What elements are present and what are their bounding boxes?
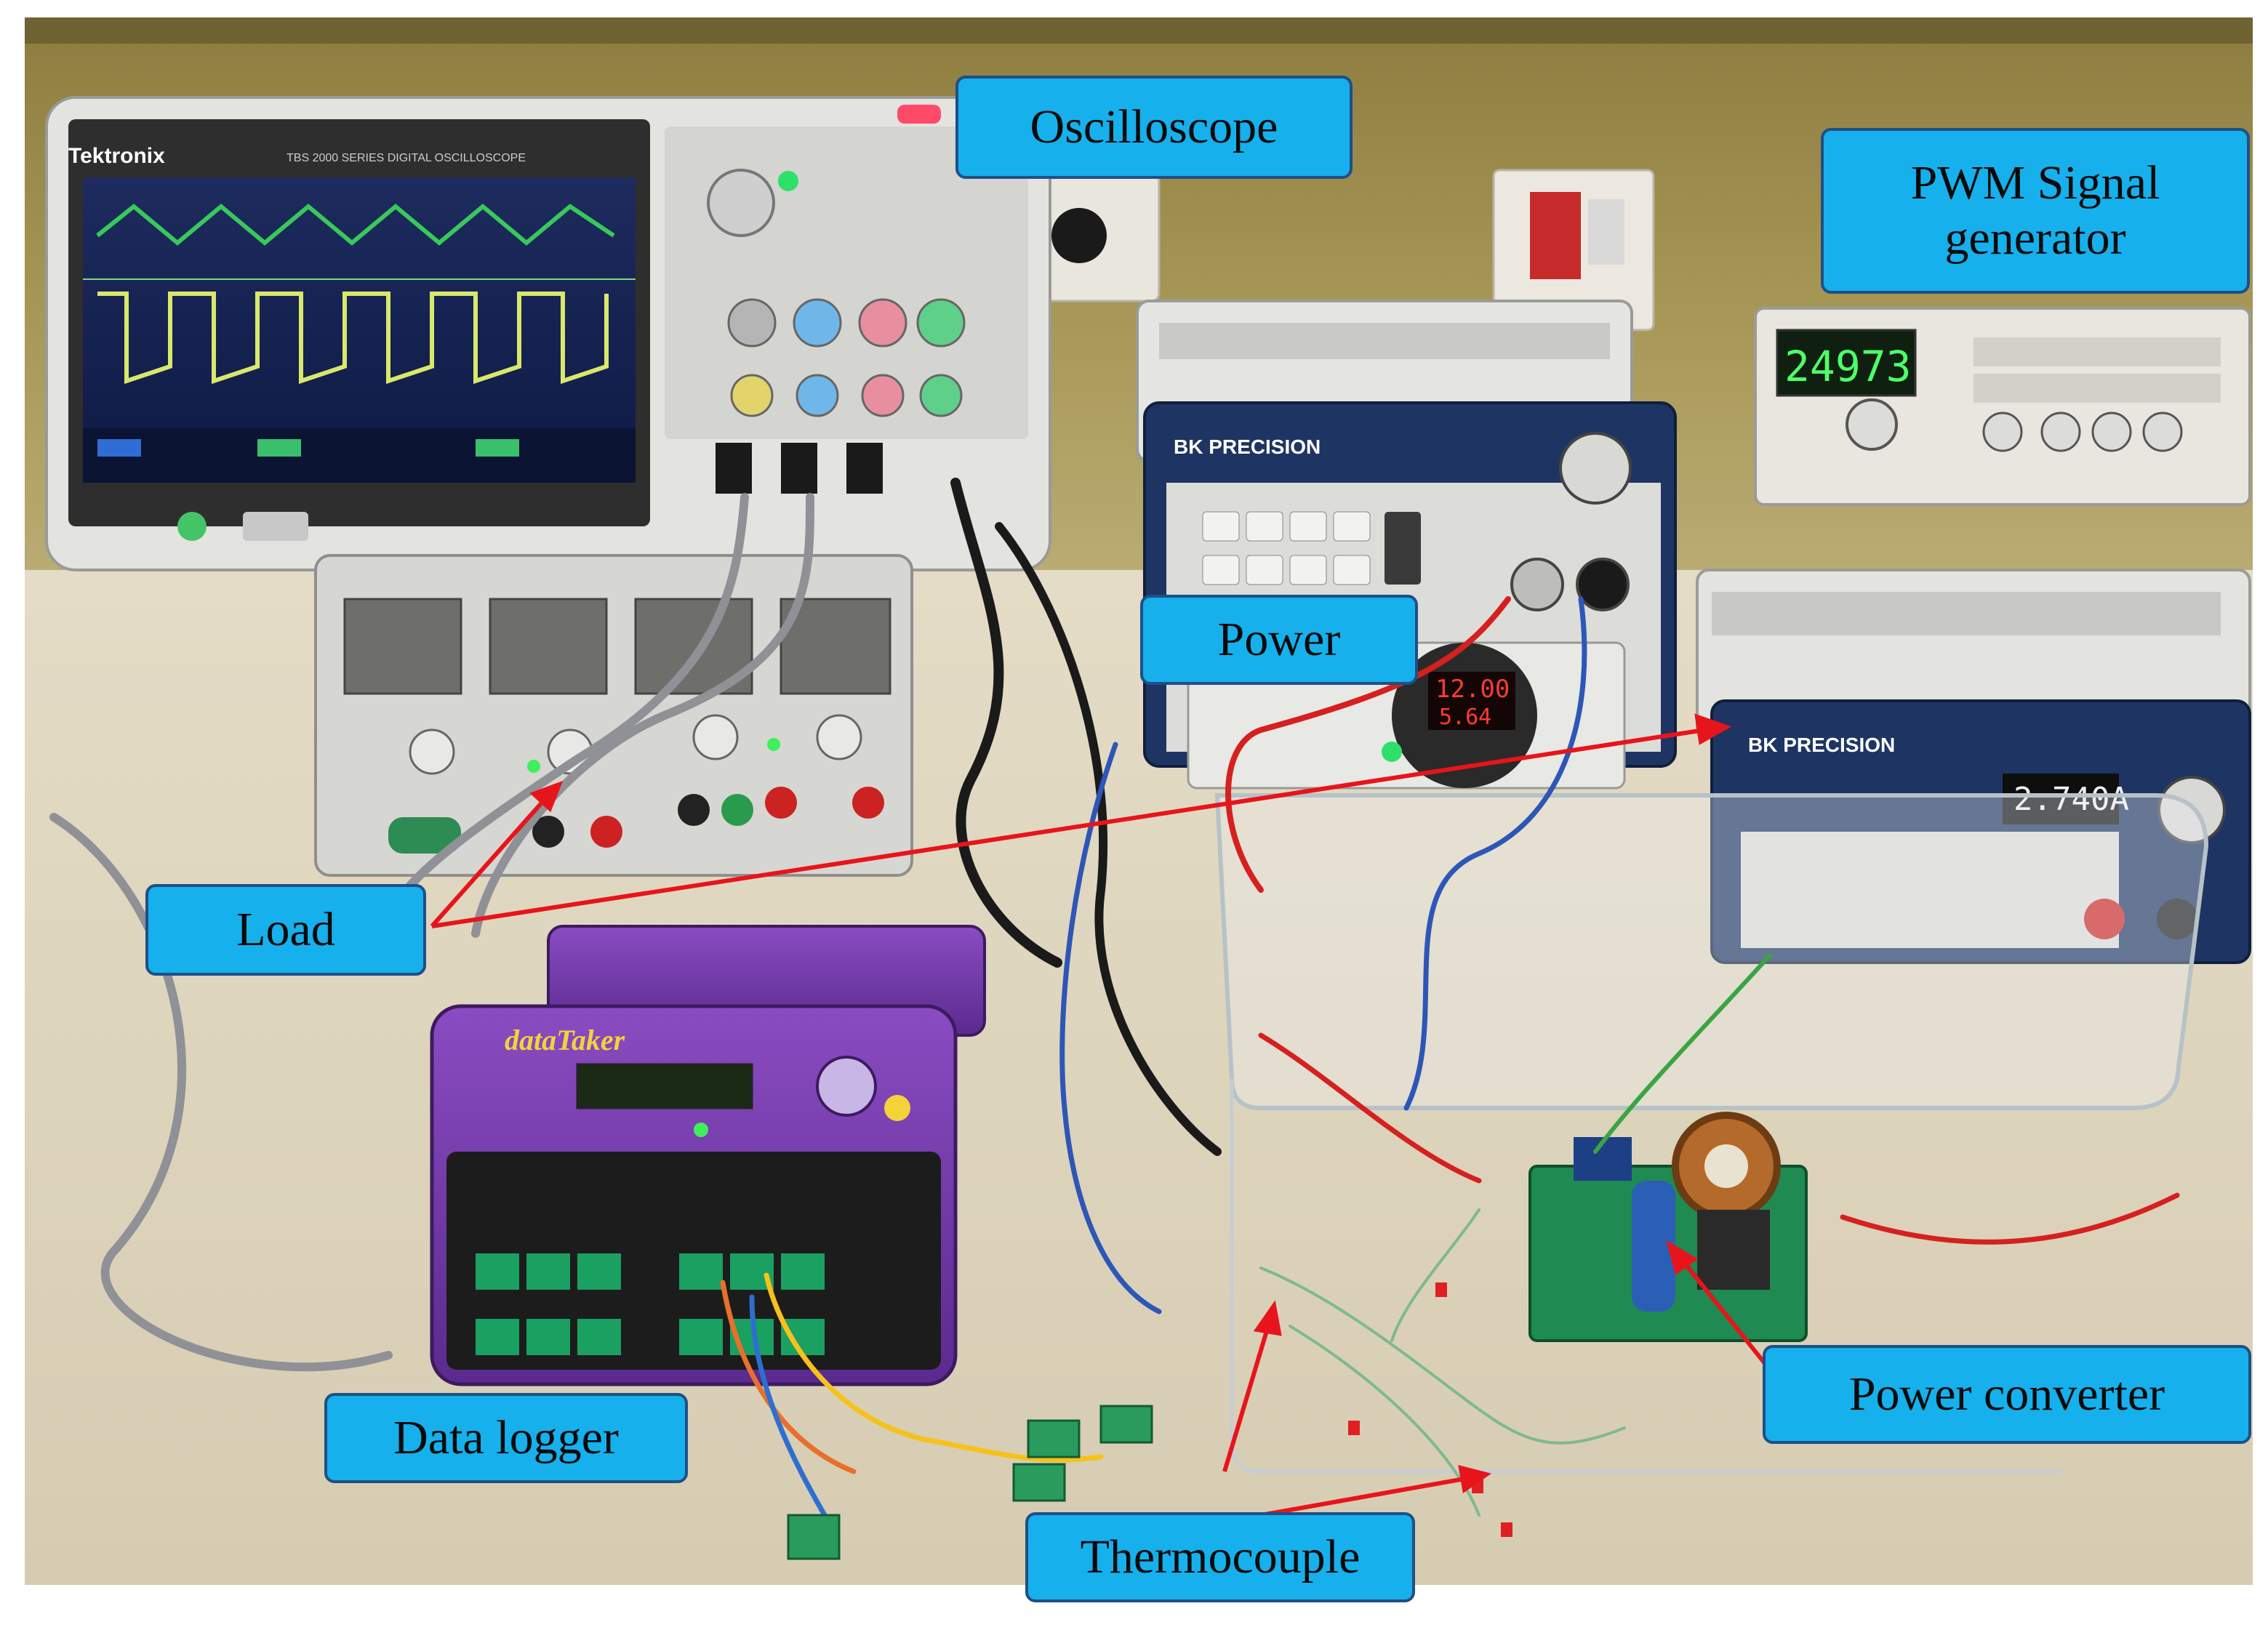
supply-display-voltage: 12.00 <box>1435 675 1510 704</box>
arrow-load-to-supply <box>430 794 550 928</box>
arrow-thermocouple-1 <box>1222 1325 1270 1472</box>
label-oscilloscope: Oscilloscope <box>955 76 1353 179</box>
arrow-power-converter <box>1680 1259 1772 1371</box>
arrow-thermocouple-2 <box>1260 1477 1465 1517</box>
arrow-load-to-electronic-load <box>431 728 1705 928</box>
lab-setup-photo: Tektronix TBS 2000 SERIES DIGITAL OSCILL… <box>25 17 2253 1585</box>
label-thermocouple-text: Thermocouple <box>1080 1530 1361 1584</box>
label-oscilloscope-text: Oscilloscope <box>1030 100 1278 154</box>
label-power: Power <box>1140 595 1418 685</box>
electronic-load-center: BK PRECISION 12.00 5.64 <box>1136 300 1677 790</box>
label-pwm-signal-generator: PWM Signal generator <box>1821 128 2250 294</box>
label-pwm-line2: generator <box>1944 212 2126 265</box>
oscilloscope: Tektronix TBS 2000 SERIES DIGITAL OSCILL… <box>45 96 1051 571</box>
annotation-arrows <box>430 713 1772 1517</box>
power-converter-board <box>1528 1112 1808 1342</box>
label-pwm-line1: PWM Signal <box>1910 156 2160 210</box>
signal-generator: 24973 <box>1754 307 2251 506</box>
supply-display-current: 5.64 <box>1439 704 1491 730</box>
bk-brand-right: BK PRECISION <box>1748 734 1895 756</box>
label-load-text: Load <box>236 903 335 957</box>
label-data-logger: Data logger <box>324 1393 688 1483</box>
label-power-converter-text: Power converter <box>1848 1368 2165 1421</box>
load-display: 2.740A <box>2013 781 2129 818</box>
label-power-converter: Power converter <box>1763 1345 2251 1444</box>
electronic-load-right: BK PRECISION 2.740A <box>1696 569 2251 964</box>
cables <box>49 478 2180 1518</box>
label-thermocouple: Thermocouple <box>1025 1512 1415 1602</box>
scope-brand: Tektronix <box>68 144 165 168</box>
label-power-text: Power <box>1217 613 1341 667</box>
thermocouple-connectors <box>787 1282 1512 1560</box>
data-logger: dataTaker <box>430 925 986 1386</box>
generator-display: 24973 <box>1784 342 1912 391</box>
dc-power-supply-left <box>314 554 913 877</box>
label-data-logger-text: Data logger <box>393 1411 619 1465</box>
logger-brand: dataTaker <box>505 1024 625 1056</box>
label-load: Load <box>145 884 426 976</box>
bk-brand-center: BK PRECISION <box>1174 435 1321 458</box>
scope-series: TBS 2000 SERIES DIGITAL OSCILLOSCOPE <box>286 152 526 164</box>
